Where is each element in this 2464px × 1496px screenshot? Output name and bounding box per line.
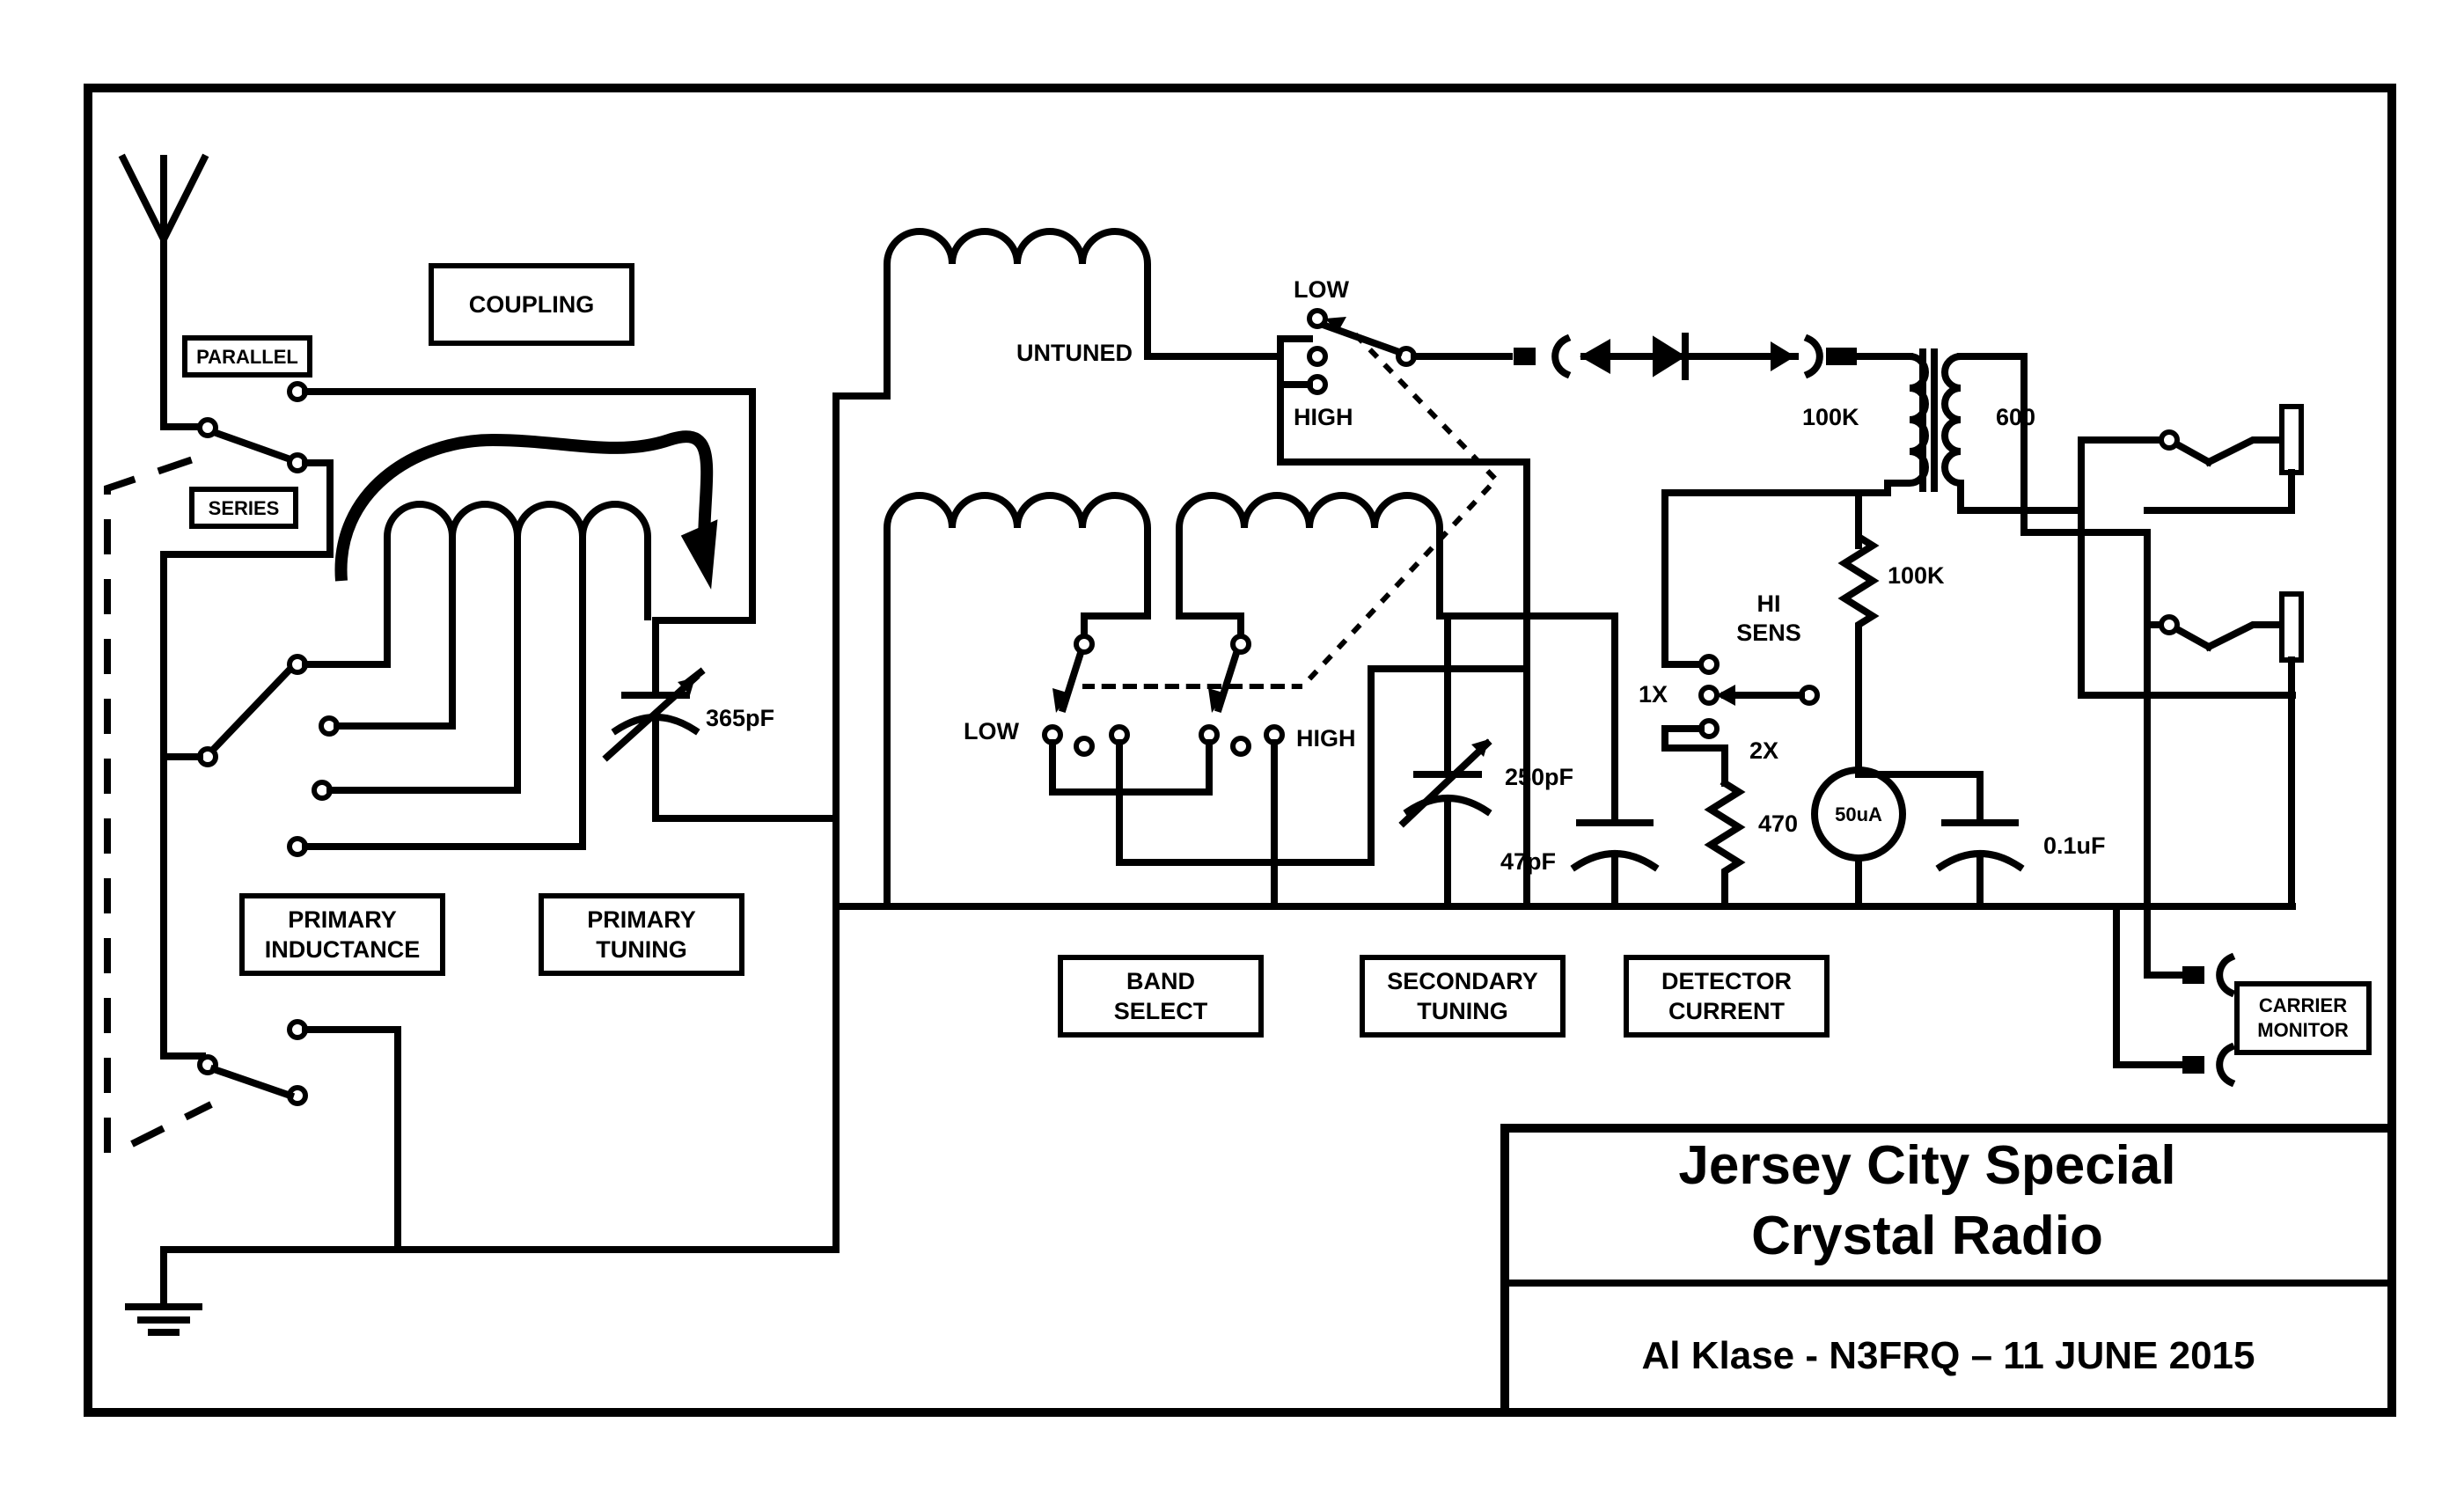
series-label: SERIES bbox=[209, 497, 280, 519]
detector-current-label-2: CURRENT bbox=[1668, 998, 1786, 1024]
band-select-label-1: BAND bbox=[1126, 968, 1195, 994]
2x-label: 2X bbox=[1749, 737, 1778, 764]
primary-inductance-label-2: INDUCTANCE bbox=[265, 936, 421, 963]
cap-365pf-label: 365pF bbox=[706, 705, 774, 731]
1x-label: 1X bbox=[1639, 681, 1668, 708]
tap-selector-switch bbox=[160, 654, 340, 857]
meter-50ua-icon bbox=[1811, 766, 1906, 910]
secondary-coil-low-icon bbox=[884, 492, 1151, 906]
coupling-box bbox=[429, 263, 634, 346]
parallel-label: PARALLEL bbox=[196, 346, 298, 368]
carrier-monitor-jacks-icon bbox=[2113, 903, 2236, 1088]
sensitivity-switch bbox=[1661, 654, 1820, 910]
band-select-label-2: SELECT bbox=[1114, 998, 1208, 1024]
band-low-label: LOW bbox=[964, 718, 1019, 744]
resistor-100k-icon bbox=[1837, 489, 1880, 787]
diagram-border bbox=[84, 84, 2396, 1417]
cap-250pf-label: 250pF bbox=[1505, 764, 1573, 790]
detector-current-label-1: DETECTOR bbox=[1661, 968, 1792, 994]
untuned-low-label: LOW bbox=[1294, 276, 1349, 303]
resistor-100k-label: 100K bbox=[1888, 562, 1945, 589]
crystal-detector-icon bbox=[1411, 333, 1857, 380]
hi-sens-label-2: SENS bbox=[1736, 620, 1801, 646]
primary-coil-icon bbox=[302, 501, 651, 850]
resistor-470-label: 470 bbox=[1758, 810, 1798, 837]
fixed-capacitor-47pf-icon bbox=[1444, 612, 1660, 910]
secondary-coil-high-icon bbox=[1176, 492, 1530, 906]
band-select-switch bbox=[1042, 634, 1530, 910]
untuned-low-high-switch bbox=[1082, 308, 1530, 689]
cap-0.1uf-label: 0.1uF bbox=[2043, 832, 2106, 859]
band-high-label: HIGH bbox=[1296, 725, 1356, 752]
cap-47pf-label: 47pF bbox=[1500, 848, 1556, 875]
carrier-monitor-label-2: MONITOR bbox=[2257, 1019, 2349, 1041]
transformer-600-label: 600 bbox=[1996, 404, 2035, 430]
variable-capacitor-primary-icon bbox=[602, 617, 840, 822]
coupling-label: COUPLING bbox=[469, 291, 595, 318]
meter-50ua-label: 50uA bbox=[1835, 803, 1882, 825]
headphone-jack-upper-icon bbox=[2078, 404, 2304, 567]
variable-capacitor-secondary-icon bbox=[1398, 612, 1492, 910]
switch-link-dashed bbox=[104, 450, 213, 1153]
primary-tuning-label-1: PRIMARY bbox=[587, 906, 696, 933]
antenna-icon bbox=[118, 153, 209, 430]
headphone-jack-lower-icon bbox=[2144, 591, 2304, 910]
untuned-high-label: HIGH bbox=[1294, 404, 1353, 430]
parallel-series-switch bbox=[160, 381, 756, 1060]
primary-tuning-label-2: TUNING bbox=[596, 936, 687, 963]
secondary-tuning-label-2: TUNING bbox=[1417, 998, 1508, 1024]
author-date-line: Al Klase - N3FRQ – 11 JUNE 2015 bbox=[1642, 1334, 2255, 1377]
hi-sens-label-1: HI bbox=[1757, 590, 1781, 617]
title-block: Jersey City Special Crystal Radio Al Kla… bbox=[1500, 1124, 2396, 1417]
coupling-arrow-icon bbox=[334, 430, 718, 590]
transformer-100k-label: 100K bbox=[1802, 404, 1859, 430]
capacitor-0.1uf-icon bbox=[1855, 771, 2025, 910]
title-line-2: Crystal Radio bbox=[1751, 1206, 2103, 1266]
primary-inductance-label-1: PRIMARY bbox=[288, 906, 397, 933]
secondary-tuning-label-1: SECONDARY bbox=[1387, 968, 1538, 994]
carrier-monitor-label-1: CARRIER bbox=[2259, 994, 2347, 1016]
title-line-1: Jersey City Special bbox=[1678, 1135, 2175, 1196]
ground-icon bbox=[125, 1246, 840, 1336]
untuned-label: UNTUNED bbox=[1016, 340, 1133, 366]
untuned-coil-icon bbox=[884, 228, 1280, 396]
ground-switch bbox=[197, 1019, 401, 1253]
